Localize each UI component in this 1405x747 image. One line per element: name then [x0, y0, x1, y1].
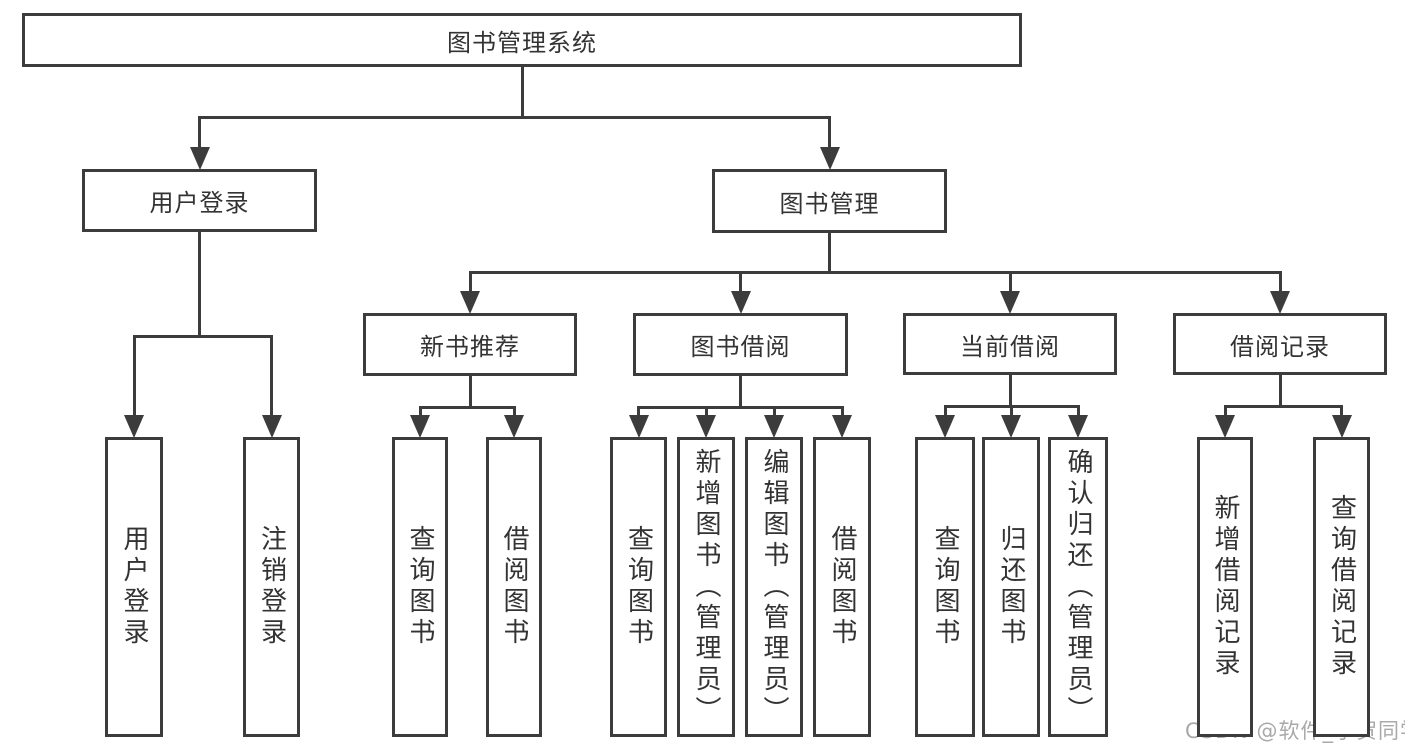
edge-stub-book-borrow	[739, 376, 742, 409]
edge-drop-leaf-cb-return	[1009, 404, 1013, 418]
arrow-down-icon-book-mgmt	[819, 147, 840, 170]
node-label-root: 图书管理系统	[447, 28, 597, 57]
node-borrow-record: 借阅记录	[1173, 313, 1387, 375]
node-label-book-borrow: 图书借阅	[690, 333, 791, 361]
arrow-down-icon-leaf-bb-add	[696, 415, 716, 438]
arrow-down-icon-leaf-cb-query	[935, 415, 955, 438]
edge-drop-leaf-bb-add	[704, 405, 708, 418]
node-label-leaf-nb-borrow: 借阅图书	[499, 525, 529, 649]
arrow-down-icon-leaf-user-login	[124, 415, 144, 438]
arrow-down-icon-leaf-cb-confirm	[1068, 415, 1088, 438]
node-root: 图书管理系统	[22, 13, 1022, 67]
node-leaf-nb-borrow: 借阅图书	[486, 437, 542, 737]
node-leaf-cb-return: 归还图书	[982, 437, 1040, 737]
arrow-down-icon-user-login	[189, 147, 210, 170]
edge-drop-borrow-record	[1278, 270, 1282, 294]
node-label-leaf-user-login: 用户登录	[119, 525, 149, 649]
node-label-leaf-cb-confirm: 确认归还（管理员）	[1063, 447, 1093, 727]
arrow-down-icon-leaf-br-add	[1215, 415, 1235, 438]
arrow-down-icon-book-borrow	[730, 291, 751, 314]
node-label-leaf-logout: 注销登录	[256, 525, 287, 649]
edge-drop-leaf-logout	[270, 334, 273, 418]
node-label-current-borrow: 当前借阅	[960, 332, 1060, 361]
node-label-leaf-bb-add: 新增图书（管理员）	[691, 447, 721, 727]
node-leaf-bb-edit: 编辑图书（管理员）	[745, 437, 803, 737]
edge-drop-leaf-nb-borrow	[512, 405, 516, 418]
node-label-borrow-record: 借阅记录	[1230, 332, 1330, 361]
edge-bus-new-book	[418, 405, 516, 409]
edge-drop-leaf-bb-query	[637, 405, 640, 418]
edge-drop-leaf-cb-confirm	[1076, 404, 1080, 418]
arrow-down-icon-leaf-cb-return	[1001, 415, 1021, 438]
edge-stub-book-mgmt	[828, 233, 831, 274]
node-label-user-login: 用户登录	[149, 189, 250, 217]
edge-drop-book-mgmt	[828, 115, 831, 150]
edge-drop-user-login	[198, 115, 201, 150]
node-label-leaf-nb-query: 查询图书	[405, 525, 435, 649]
arrow-down-icon-leaf-bb-borrow	[832, 415, 852, 438]
edge-bus-book-mgmt	[468, 270, 1282, 274]
node-label-leaf-cb-return: 归还图书	[996, 525, 1026, 649]
node-leaf-cb-query: 查询图书	[915, 437, 975, 737]
edge-drop-leaf-nb-query	[418, 405, 422, 418]
edge-stub-borrow-record	[1278, 375, 1282, 408]
edge-stub-user-login	[198, 232, 201, 338]
edge-drop-leaf-cb-query	[943, 404, 947, 418]
edge-drop-leaf-br-add	[1223, 404, 1227, 418]
node-leaf-bb-borrow: 借阅图书	[813, 437, 871, 737]
node-label-leaf-cb-query: 查询图书	[930, 525, 960, 649]
node-book-mgmt: 图书管理	[712, 169, 947, 233]
node-user-login: 用户登录	[82, 169, 317, 232]
edge-drop-leaf-bb-borrow	[840, 405, 844, 418]
node-new-book: 新书推荐	[363, 313, 577, 376]
arrow-down-icon-current-borrow	[1000, 291, 1020, 314]
arrow-down-icon-leaf-logout	[261, 415, 282, 438]
edge-drop-current-borrow	[1008, 270, 1012, 294]
node-leaf-logout: 注销登录	[243, 437, 300, 737]
node-leaf-bb-add: 新增图书（管理员）	[677, 437, 735, 737]
node-leaf-br-add: 新增借阅记录	[1197, 437, 1253, 737]
node-label-leaf-br-add: 新增借阅记录	[1210, 494, 1240, 680]
arrow-down-icon-leaf-bb-edit	[764, 415, 784, 438]
edge-stub-new-book	[468, 376, 472, 409]
arrow-down-icon-leaf-br-query	[1331, 415, 1352, 438]
arrow-down-icon-borrow-record	[1270, 291, 1290, 314]
node-book-borrow: 图书借阅	[633, 313, 848, 376]
arrow-down-icon-leaf-nb-borrow	[504, 415, 524, 438]
edge-drop-leaf-br-query	[1340, 404, 1343, 418]
edge-drop-leaf-bb-edit	[772, 405, 776, 418]
node-leaf-cb-confirm: 确认归还（管理员）	[1048, 437, 1108, 737]
edge-drop-leaf-user-login	[132, 334, 136, 418]
node-label-leaf-bb-query: 查询图书	[623, 525, 654, 649]
node-leaf-br-query: 查询借阅记录	[1313, 437, 1370, 737]
edge-drop-new-book	[468, 270, 472, 294]
node-label-leaf-bb-edit: 编辑图书（管理员）	[759, 447, 789, 727]
edge-stub-current-borrow	[1008, 375, 1012, 408]
edge-bus-borrow-record	[1223, 404, 1343, 408]
edge-bus-root	[198, 115, 831, 119]
arrow-down-icon-leaf-bb-query	[628, 415, 649, 438]
node-label-leaf-br-query: 查询借阅记录	[1326, 494, 1357, 680]
edge-drop-book-borrow	[739, 270, 742, 294]
arrow-down-icon-leaf-nb-query	[410, 415, 430, 438]
edge-bus-book-borrow	[637, 405, 844, 409]
node-leaf-user-login: 用户登录	[105, 437, 163, 737]
node-current-borrow: 当前借阅	[903, 313, 1117, 375]
node-label-book-mgmt: 图书管理	[779, 189, 880, 218]
node-leaf-bb-query: 查询图书	[610, 437, 667, 737]
node-label-leaf-bb-borrow: 借阅图书	[827, 525, 857, 649]
node-label-new-book: 新书推荐	[420, 333, 520, 361]
node-leaf-nb-query: 查询图书	[392, 437, 448, 737]
edge-bus-user-login	[132, 334, 273, 338]
edge-stub-root	[520, 67, 524, 119]
arrow-down-icon-new-book	[460, 291, 480, 314]
